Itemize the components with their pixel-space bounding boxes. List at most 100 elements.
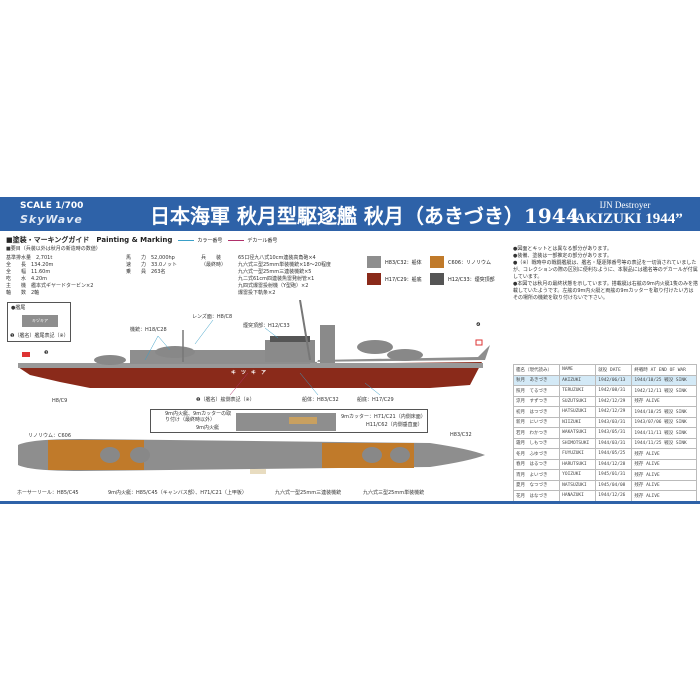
- title-en: “AKIZUKI 1944”: [567, 211, 683, 227]
- note: ●本図では秋月の最終状態を示しています。搭載艇は右舷の9m内火艇1隻のみを搭載し…: [513, 281, 698, 301]
- legend-decal-label: デカール番号: [247, 237, 278, 244]
- spec: 全 長 134.20m: [6, 262, 54, 268]
- table-cell: 花月 はなづき: [512, 490, 561, 502]
- spec: 速 力 33.0ノット: [126, 262, 178, 268]
- swatch-label: H12/C33：煙突頂部: [448, 276, 495, 283]
- table-cell: 1943/05/31: [595, 427, 633, 439]
- inset-cutter-label-2: H11/C62（内側垂直面）: [366, 422, 423, 428]
- table-cell: 宵月 よいづき: [512, 469, 561, 481]
- table-cell: 新月 にいづき: [512, 416, 561, 428]
- hull-bottom: [18, 362, 482, 388]
- table-cell: 残存 ALIVE: [631, 395, 697, 407]
- bottom-rule: [0, 501, 700, 504]
- swatch-label: H83/C32：船体: [385, 259, 422, 266]
- table-cell: 1942/12/29: [595, 406, 633, 418]
- table-cell: 艦名（現代読み）: [512, 364, 561, 376]
- table-cell: 1944/10/25 戦没 SINK: [631, 406, 697, 418]
- spec: 爆雷投下軌条×2: [238, 290, 276, 296]
- table-cell: 就役 DATE: [595, 364, 633, 376]
- boat-inset: 9m内火艇、9mカッターの取り付け（最終時以外） 9m内火艇 9mカッター：H7…: [150, 409, 428, 433]
- label-hull: 船体：H83/C32: [302, 397, 339, 403]
- note: ●装備、塗装は一部推定の部分があります。: [513, 253, 612, 259]
- stern-name-plate: キヅキア: [22, 315, 58, 327]
- swatch-label: C606：リノリウム: [448, 259, 492, 266]
- table-cell: 霜月 しもつき: [512, 437, 561, 449]
- label-plan-hull: H83/C32: [450, 432, 472, 438]
- notes: ●図面とキットとは異なる部分があります。 ●装備、塗装は一部推定の部分があります…: [513, 246, 698, 302]
- hull-name-marking: キ ツ キ ア: [231, 370, 267, 376]
- marker-4: ❹: [476, 322, 481, 328]
- table-cell: SUZUTSUKI: [559, 395, 597, 407]
- swatch-hull: H83/C32：船体: [367, 256, 422, 268]
- swatch-funnel: H12/C33：煙突頂部: [430, 273, 495, 285]
- spec: （最終時）: [201, 262, 227, 268]
- table-cell: 若月 わかつき: [512, 427, 561, 439]
- spec: 全 幅 11.60m: [6, 269, 51, 275]
- spec: 九四式爆雷投射機（Y型砲）×2: [238, 283, 309, 289]
- inset-boat-label: 9m内火艇: [196, 425, 220, 431]
- table-cell: 残存 ALIVE: [631, 448, 697, 460]
- table-cell: 残存 ALIVE: [631, 458, 697, 470]
- spec: 基準排水量 2,701t: [6, 255, 53, 261]
- label-mg: 機銃：H18/C28: [130, 327, 167, 333]
- table-cell: 1942/12/29: [595, 395, 633, 407]
- table-cell: 1943/07/06 戦没 SINK: [631, 416, 697, 428]
- table-cell: 1944/12/28: [595, 458, 633, 470]
- spec: 馬 力 52,000hp: [126, 255, 175, 261]
- table-cell: 冬月 ふゆづき: [512, 448, 561, 460]
- table-cell: 1944/12/26: [595, 490, 633, 502]
- ship-plan: [18, 439, 485, 474]
- label-mg-triple: 九六式一型25mm三連装機銃: [275, 490, 342, 496]
- table-cell: FUYUZUKI: [559, 448, 597, 460]
- table-cell: HATSUZUKI: [559, 406, 597, 418]
- legend-color-label: カラー番号: [197, 237, 223, 244]
- swatch-bottom: H17/C29：船底: [367, 273, 422, 285]
- ship-profile: [18, 300, 490, 396]
- table-cell: 1942/08/31: [595, 385, 633, 397]
- note: ●図面とキットとは異なる部分があります。: [513, 246, 612, 252]
- spec: 吃 水 4.20m: [6, 276, 48, 282]
- table-cell: TERUZUKI: [559, 385, 597, 397]
- table-cell: NATSUZUKI: [559, 479, 597, 491]
- label-hose-reel: ホーサーリール：H85/C45: [17, 490, 79, 496]
- table-cell: YOIZUKI: [559, 469, 597, 481]
- label-boat: 9m内火艇：H85/C45（キャンバス部）、H71/C21（上甲板）: [108, 490, 247, 496]
- stern-box: ●艦尾 キヅキア ❶（艦名）艦尾表記（※）: [7, 302, 71, 342]
- spec: 九二式61cm四連装魚雷発射管×1: [238, 276, 315, 282]
- table-cell: 残存 ALIVE: [631, 490, 697, 502]
- table-cell: 1943/03/31: [595, 416, 633, 428]
- title-banner: SCALE 1/700 SkyWave 日本海軍 秋月型駆逐艦 秋月（あきづき）…: [0, 197, 700, 231]
- stern-label: ❶（艦名）艦尾表記（※）: [10, 333, 69, 339]
- table-cell: NIIZUKI: [559, 416, 597, 428]
- label-lens: レンズ面：H8/C8: [192, 314, 233, 320]
- table-cell: 終戦時 AT END OF WAR: [631, 364, 697, 376]
- table-cell: 照月 てるづき: [512, 385, 561, 397]
- table-cell: 1944/10/25 戦没 SINK: [631, 374, 697, 386]
- table-cell: WAKATSUKI: [559, 427, 597, 439]
- spec: 軸 数 2軸: [6, 290, 40, 296]
- swatch-label: H17/C29：船底: [385, 276, 422, 283]
- table-cell: 秋月 あきづき: [512, 374, 561, 386]
- table-cell: 残存 ALIVE: [631, 479, 697, 491]
- label-mg-single: 九六式三型25mm単装機銃: [363, 490, 425, 496]
- table-cell: 1942/12/11 戦没 SINK: [631, 385, 697, 397]
- specs-col3-label: 兵 装（最終時）: [201, 255, 226, 269]
- section-title: ■塗装・マーキングガイド Painting & Marking: [6, 236, 173, 244]
- scale-label: SCALE 1/700: [20, 201, 84, 211]
- label-funnel: 煙突頂部：H12/C33: [243, 323, 290, 329]
- table-cell: 初月 はつづき: [512, 406, 561, 418]
- swatch-linoleum: C606：リノリウム: [430, 256, 491, 268]
